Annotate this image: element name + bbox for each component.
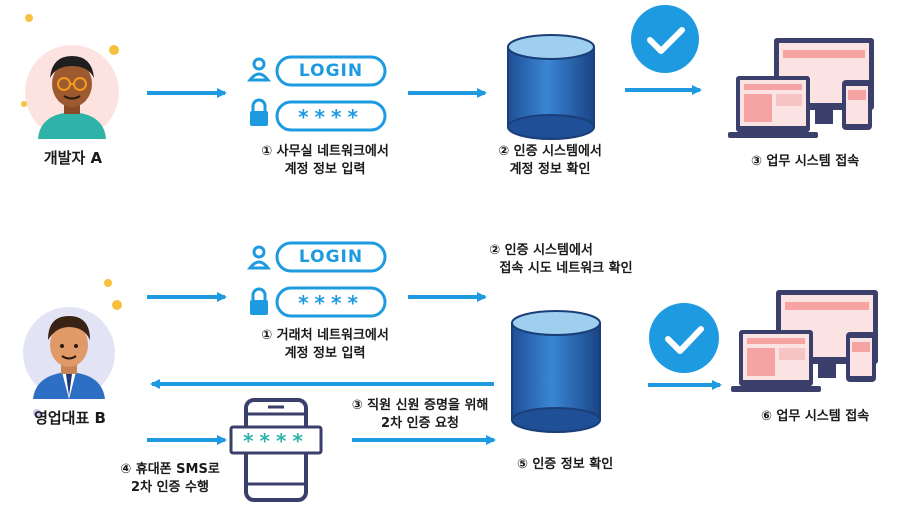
step2-label-line1: ② 인증 시스템에서 xyxy=(498,144,602,159)
step2-label-line1: ② 인증 시스템에서 xyxy=(489,243,593,258)
login-field-text: LOGIN xyxy=(298,247,364,267)
password-field xyxy=(275,286,387,318)
step5-label: ⑤ 인증 정보 확인 xyxy=(516,457,614,472)
login-field xyxy=(275,55,387,87)
step3-label-line1: ③ 직원 신원 증명을 위해 xyxy=(351,398,489,413)
smartphone-icon xyxy=(229,398,323,502)
step4-label-line2: 2차 인증 수행 xyxy=(131,480,209,495)
step1-label-line1: ① 사무실 네트워크에서 xyxy=(261,144,389,159)
step6-label: ⑥ 업무 시스템 접속 xyxy=(760,409,870,424)
login-field xyxy=(275,241,387,273)
person-label-developer: 개발자 A xyxy=(43,149,103,167)
step1-label-line2: 계정 정보 입력 xyxy=(284,346,366,361)
lock-icon xyxy=(250,287,268,315)
step3-label-line2: 2차 인증 요청 xyxy=(381,416,459,431)
checkmark-icon xyxy=(631,5,699,73)
avatar-developer-icon xyxy=(21,14,119,139)
devices-icon xyxy=(731,290,878,392)
password-field-text: **** xyxy=(298,291,364,315)
user-icon xyxy=(246,57,272,82)
lock-icon xyxy=(250,98,268,126)
step1-label-line2: 계정 정보 입력 xyxy=(284,162,366,177)
person-label-sales: 영업대표 B xyxy=(34,409,106,427)
user-icon xyxy=(246,245,272,270)
login-field-text: LOGIN xyxy=(298,61,364,81)
database-icon xyxy=(511,310,601,433)
password-field xyxy=(275,100,387,132)
password-field-text: **** xyxy=(298,105,364,129)
devices-icon xyxy=(728,38,874,138)
step2-label-line2: 접속 시도 네트워크 확인 xyxy=(499,261,633,276)
database-icon xyxy=(507,34,595,140)
step2-label-line2: 계정 정보 확인 xyxy=(509,162,591,177)
sms-code-text: **** xyxy=(243,429,309,453)
step1-label-line1: ① 거래처 네트워크에서 xyxy=(261,328,389,343)
step3-label: ③ 업무 시스템 접속 xyxy=(750,154,860,169)
checkmark-icon xyxy=(649,303,719,373)
step4-label-line1: ④ 휴대폰 SMS로 xyxy=(120,462,220,477)
avatar-sales-icon xyxy=(23,279,122,417)
